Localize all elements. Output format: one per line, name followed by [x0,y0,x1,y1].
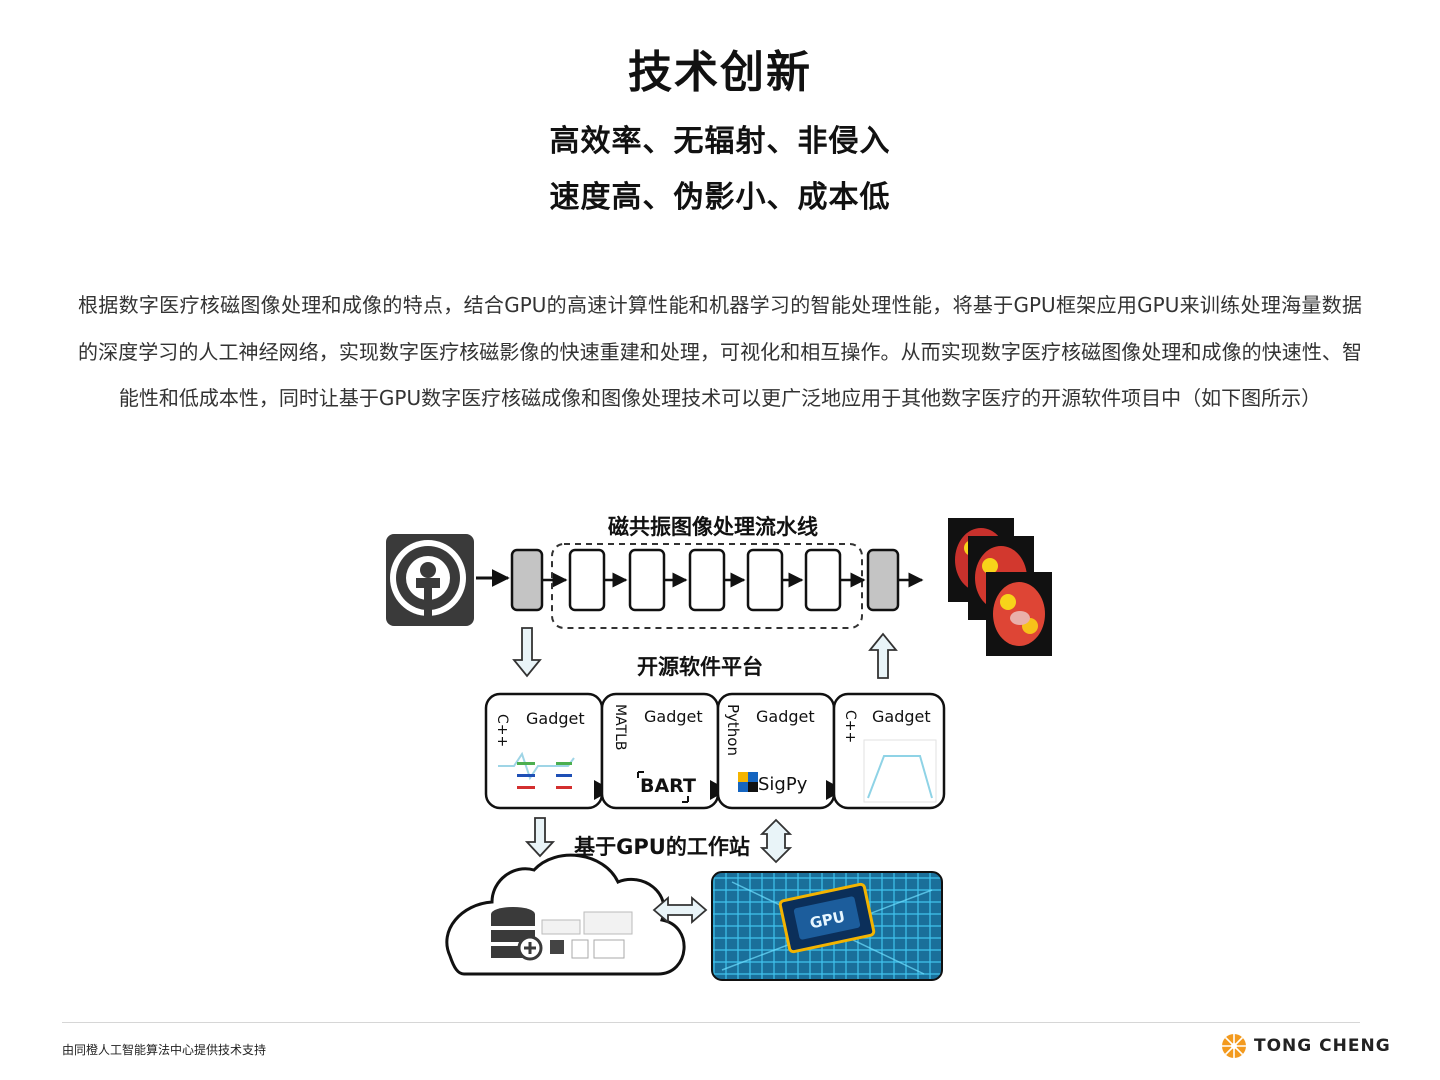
pipeline-label: 磁共振图像处理流水线 [608,515,818,539]
gadget-lib-bart: BART [640,775,696,797]
brain-scan-images [948,518,1052,656]
gadget-name-label: Gadget [526,709,585,728]
tagline-1: 高效率、无辐射、非侵入 [549,124,891,159]
gadget-cpp-1: C++ Gadget [484,692,612,810]
arrow-cloud-to-gpu [652,896,708,924]
arrow-down-to-platform [512,627,542,678]
description-paragraph: 根据数字医疗核磁图像处理和成像的特点，结合GPU的高速计算性能和机器学习的智能处… [78,293,1362,410]
orange-logo-icon [1222,1034,1246,1058]
workstation-label: 基于GPU的工作站 [574,835,750,859]
arrow-down-to-workstation [524,817,556,858]
brand-logo: TONG CHENG [1220,1032,1391,1060]
gadget-matlab: MATLB Gadget BART [600,692,728,810]
page-title: 技术创新 [628,47,812,98]
pipeline-stages [568,548,866,612]
gadget-name-label: Gadget [872,707,931,726]
gadget-python: Python Gadget SigPy [716,692,844,810]
tagline-2: 速度高、伪影小、成本低 [549,180,891,215]
gadget-lib-sigpy: SigPy [758,774,808,795]
mri-pipeline-diagram: 磁共振图像处理流水线 [372,500,1072,1004]
gadget-cpp-2: C++ Gadget [832,692,946,810]
cloud-storage-icon [445,853,686,976]
gadget-lang-label: MATLB [612,704,628,751]
brand-name: TONG CHENG [1254,1036,1391,1056]
footer-support-text: 由同橙人工智能算法中心提供技术支持 [62,1043,267,1057]
pipeline-output-block [866,548,900,612]
gadget-name-label: Gadget [756,707,815,726]
platform-label: 开源软件平台 [637,655,763,679]
gadget-lang-label: C++ [842,710,858,743]
pipeline-input-block [510,548,544,612]
arrow-up-from-platform [868,632,898,679]
footer-divider [62,1022,1360,1023]
gpu-chip-image: GPU [711,871,943,981]
gadget-lang-label: Python [724,704,742,756]
gadget-name-label: Gadget [644,707,703,726]
mri-scanner-icon [386,534,474,626]
arrow-bidirectional-workstation [759,818,793,864]
gadget-lang-label: C++ [494,714,510,747]
